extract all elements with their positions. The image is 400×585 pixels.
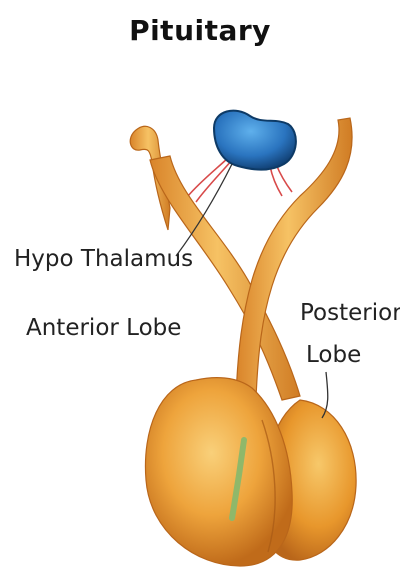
anterior-lobe <box>145 378 292 566</box>
posterior-lobe-label-line2: Lobe <box>306 340 361 370</box>
hypothalamus-label: Hypo Thalamus <box>14 244 193 274</box>
posterior-lobe-label-line1: Posterior <box>300 298 400 328</box>
diagram-title: Pituitary <box>0 14 400 47</box>
hypothalamus-shape <box>214 111 296 170</box>
anterior-lobe-label: Anterior Lobe <box>26 313 181 343</box>
left-stalk <box>150 156 300 400</box>
